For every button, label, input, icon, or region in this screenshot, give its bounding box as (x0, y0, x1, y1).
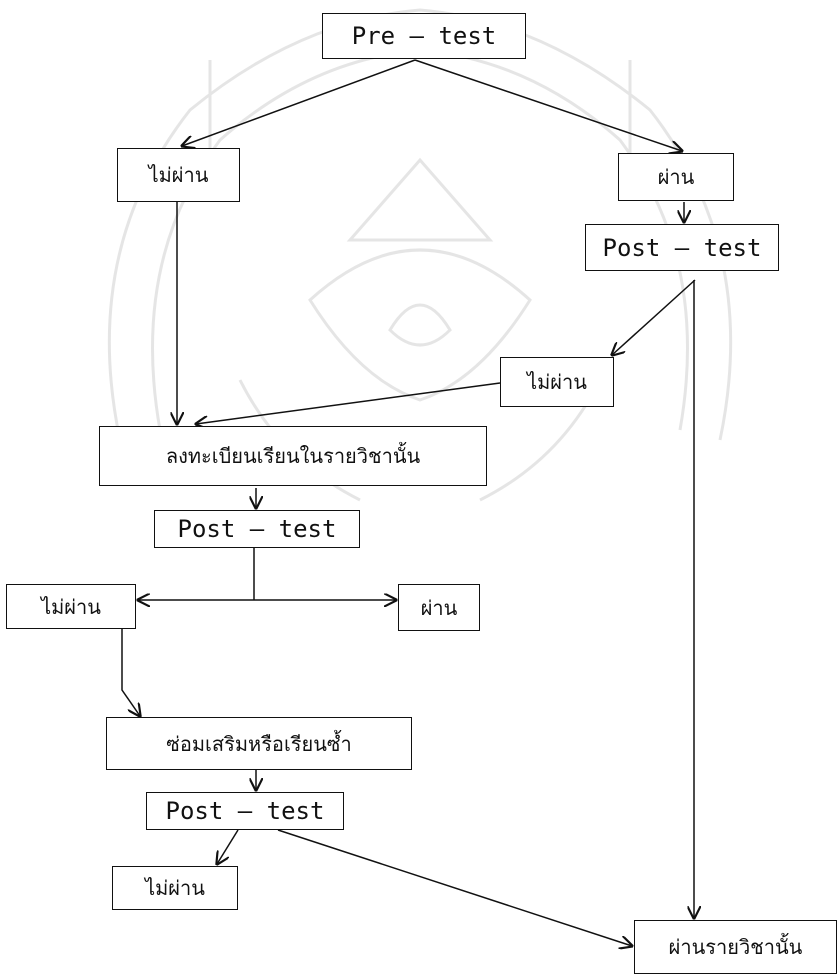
edge-posttest1-fail (612, 279, 696, 355)
pass-course-box: ผ่านรายวิชานั้น (634, 920, 837, 974)
fail-posttest-2-box: ไม่ผ่าน (6, 584, 136, 629)
posttest-3-box: Post – test (146, 792, 344, 830)
edge-posttest3-pass-course (277, 829, 632, 946)
remedial-box: ซ่อมเสริมหรือเรียนซ้ำ (106, 717, 412, 770)
posttest-2-box: Post – test (154, 510, 360, 548)
register-course-box: ลงทะเบียนเรียนในรายวิชานั้น (99, 426, 487, 486)
edge-fail-post1-register (196, 382, 501, 424)
edge-pretest-pass (414, 59, 682, 151)
posttest-1-box: Post – test (585, 224, 779, 271)
edge-pretest-fail (182, 59, 416, 146)
edge-posttest3-fail (217, 829, 239, 864)
fail-posttest-1-box: ไม่ผ่าน (500, 357, 614, 407)
pass-pretest-box: ผ่าน (618, 153, 734, 201)
edge-fail-remedial (121, 629, 140, 716)
fail-posttest-3-box: ไม่ผ่าน (112, 866, 238, 910)
fail-pretest-box: ไม่ผ่าน (117, 148, 240, 202)
pass-posttest-2-box: ผ่าน (398, 584, 480, 631)
pretest-box: Pre – test (322, 13, 526, 59)
